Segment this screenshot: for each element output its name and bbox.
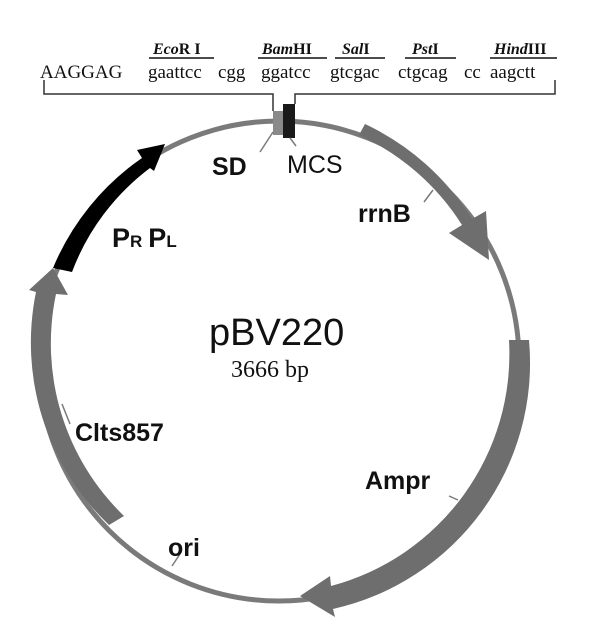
- sequence-spacer-2: cc: [464, 62, 481, 83]
- sequence-ecori: gaattcc: [148, 62, 202, 83]
- rrnb-label: rrnB: [358, 200, 411, 228]
- sd-marker: [273, 111, 283, 135]
- enzyme-psti-label: PstI: [411, 41, 439, 58]
- sequence-psti: ctgcag: [398, 62, 448, 83]
- mcs-marker: [283, 104, 295, 138]
- sequence-bamhi: ggatcc: [261, 62, 311, 83]
- sequence-spacer-1: cgg: [218, 62, 246, 83]
- enzyme-ecori-label: EcoR I: [152, 41, 201, 58]
- mcs-label: MCS: [287, 151, 343, 179]
- ampr-leader: [448, 495, 459, 501]
- ampr-label: Ampr: [365, 467, 431, 495]
- plasmid-name: pBV220: [209, 312, 344, 354]
- sequence-sali: gtcgac: [330, 62, 380, 83]
- sd-leader: [259, 131, 274, 153]
- rrnb-leader: [423, 189, 434, 203]
- ampr-arrow: [300, 340, 531, 617]
- sequence-prefix: AAGGAG: [40, 62, 123, 83]
- enzyme-bamhi-label: BamHI: [261, 41, 312, 58]
- plasmid-size: 3666 bp: [231, 357, 309, 383]
- clts857-leader: [61, 403, 71, 425]
- enzyme-hindiii-label: HindIII: [493, 41, 546, 58]
- sd-label: SD: [212, 153, 247, 181]
- enzyme-sali-label: SalI: [342, 41, 370, 58]
- mcs-bracket: [43, 80, 556, 111]
- clts857-label: Clts857: [75, 419, 164, 447]
- ori-leader: [171, 553, 181, 567]
- rrnb-arrow: [359, 124, 489, 260]
- ori-label: ori: [168, 534, 200, 562]
- clts857-arrow: [29, 268, 124, 525]
- promoter-arrow: [53, 144, 165, 272]
- sequence-hindiii: aagctt: [490, 62, 536, 83]
- mcs-leader: [289, 137, 297, 147]
